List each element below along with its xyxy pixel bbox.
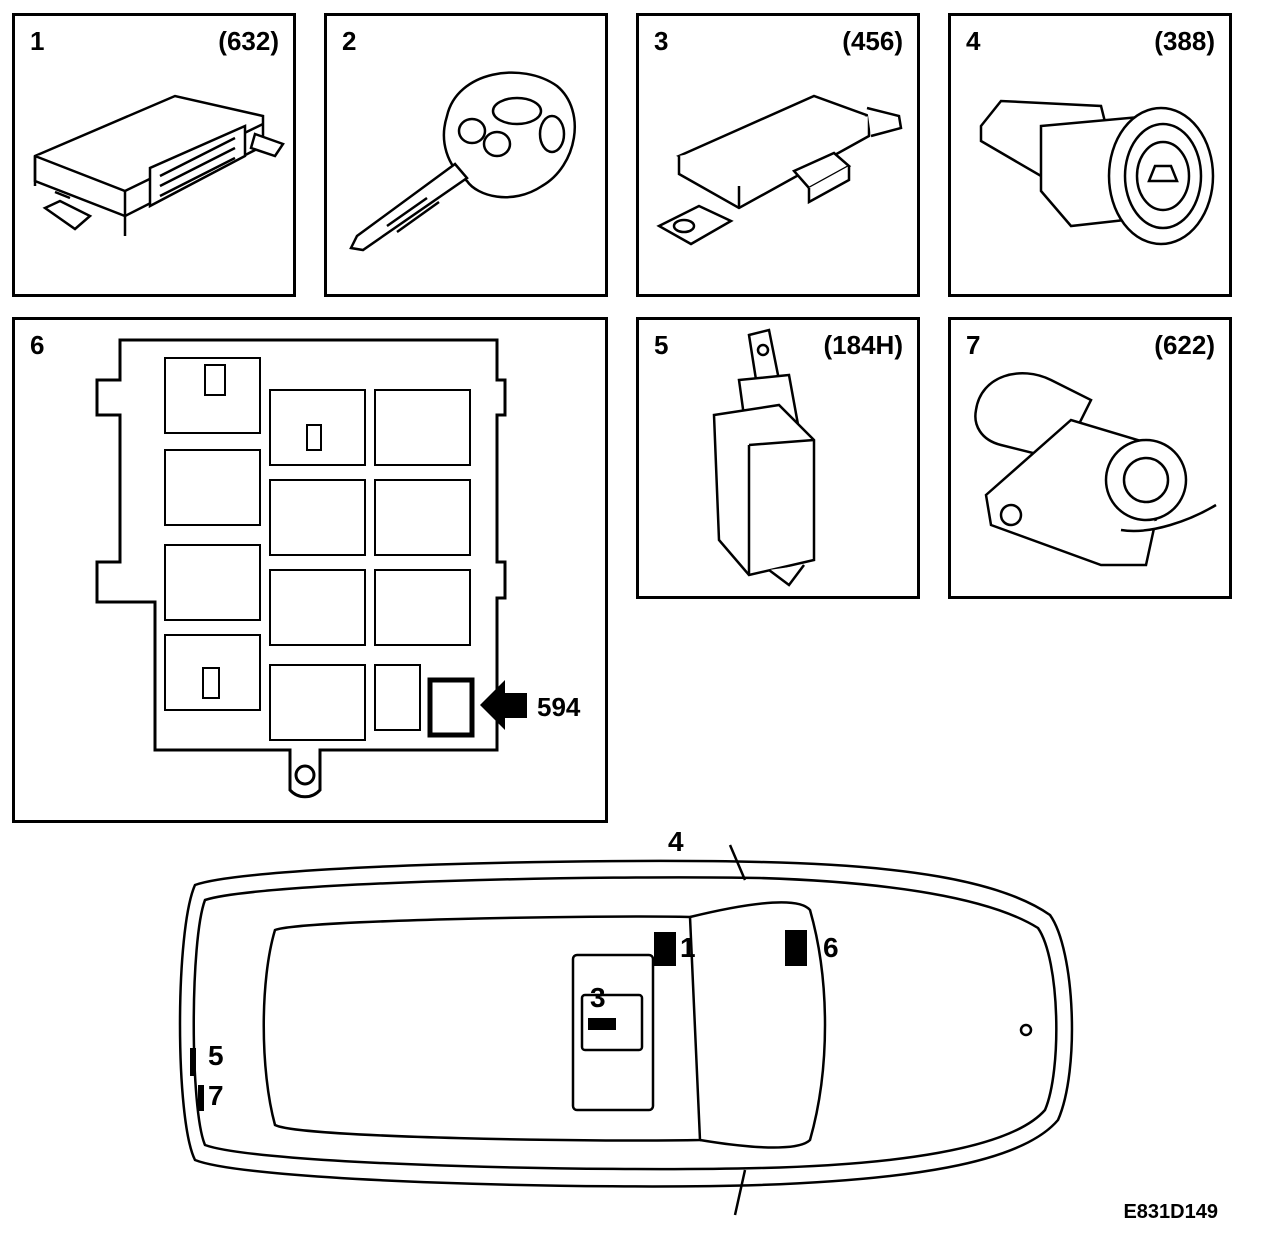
remote-key-icon: [349, 71, 576, 252]
panel-number: 4: [966, 26, 981, 56]
lock-motor-icon: [712, 328, 816, 587]
panel-number: 5: [654, 330, 669, 360]
control-module-icon: [33, 94, 285, 236]
antenna-module-icon: [656, 94, 903, 246]
relay-box-icon: [95, 338, 527, 799]
panel-6: 6 594: [12, 317, 608, 823]
car-outline-icon: [178, 844, 1074, 1216]
panel-number: 6: [30, 330, 45, 360]
figure-id: E831D149: [1123, 1201, 1218, 1223]
panel-number: 2: [342, 26, 357, 56]
panel-3: 3 (456): [636, 13, 920, 297]
panel-code: (456): [842, 26, 903, 56]
car-label-6: 6: [823, 932, 839, 963]
trunk-switch-icon: [979, 99, 1215, 246]
panel-code: (632): [218, 26, 279, 56]
panel-2: 2: [324, 13, 608, 297]
car-label-4: 4: [668, 826, 684, 857]
panel-5: 5 (184H): [636, 317, 920, 599]
panel-code: (184H): [823, 330, 903, 360]
panel-number: 1: [30, 26, 45, 56]
panel-7: 7 (622): [948, 317, 1232, 599]
panel-1: 1 (632): [12, 13, 296, 297]
panel-code: (388): [1154, 26, 1215, 56]
panel-number: 7: [966, 330, 981, 360]
panel-number: 3: [654, 26, 669, 56]
release-motor-icon: [974, 372, 1217, 567]
car-label-5: 5: [208, 1040, 224, 1071]
panel-4: 4 (388): [948, 13, 1232, 297]
panel-code: (622): [1154, 330, 1215, 360]
car-label-1: 1: [680, 932, 696, 963]
car-label-3: 3: [590, 982, 606, 1013]
car-top-view: 4 1 6 3 5 7: [0, 820, 1264, 1236]
callout-594: 594: [537, 692, 581, 722]
car-label-7: 7: [208, 1080, 224, 1111]
